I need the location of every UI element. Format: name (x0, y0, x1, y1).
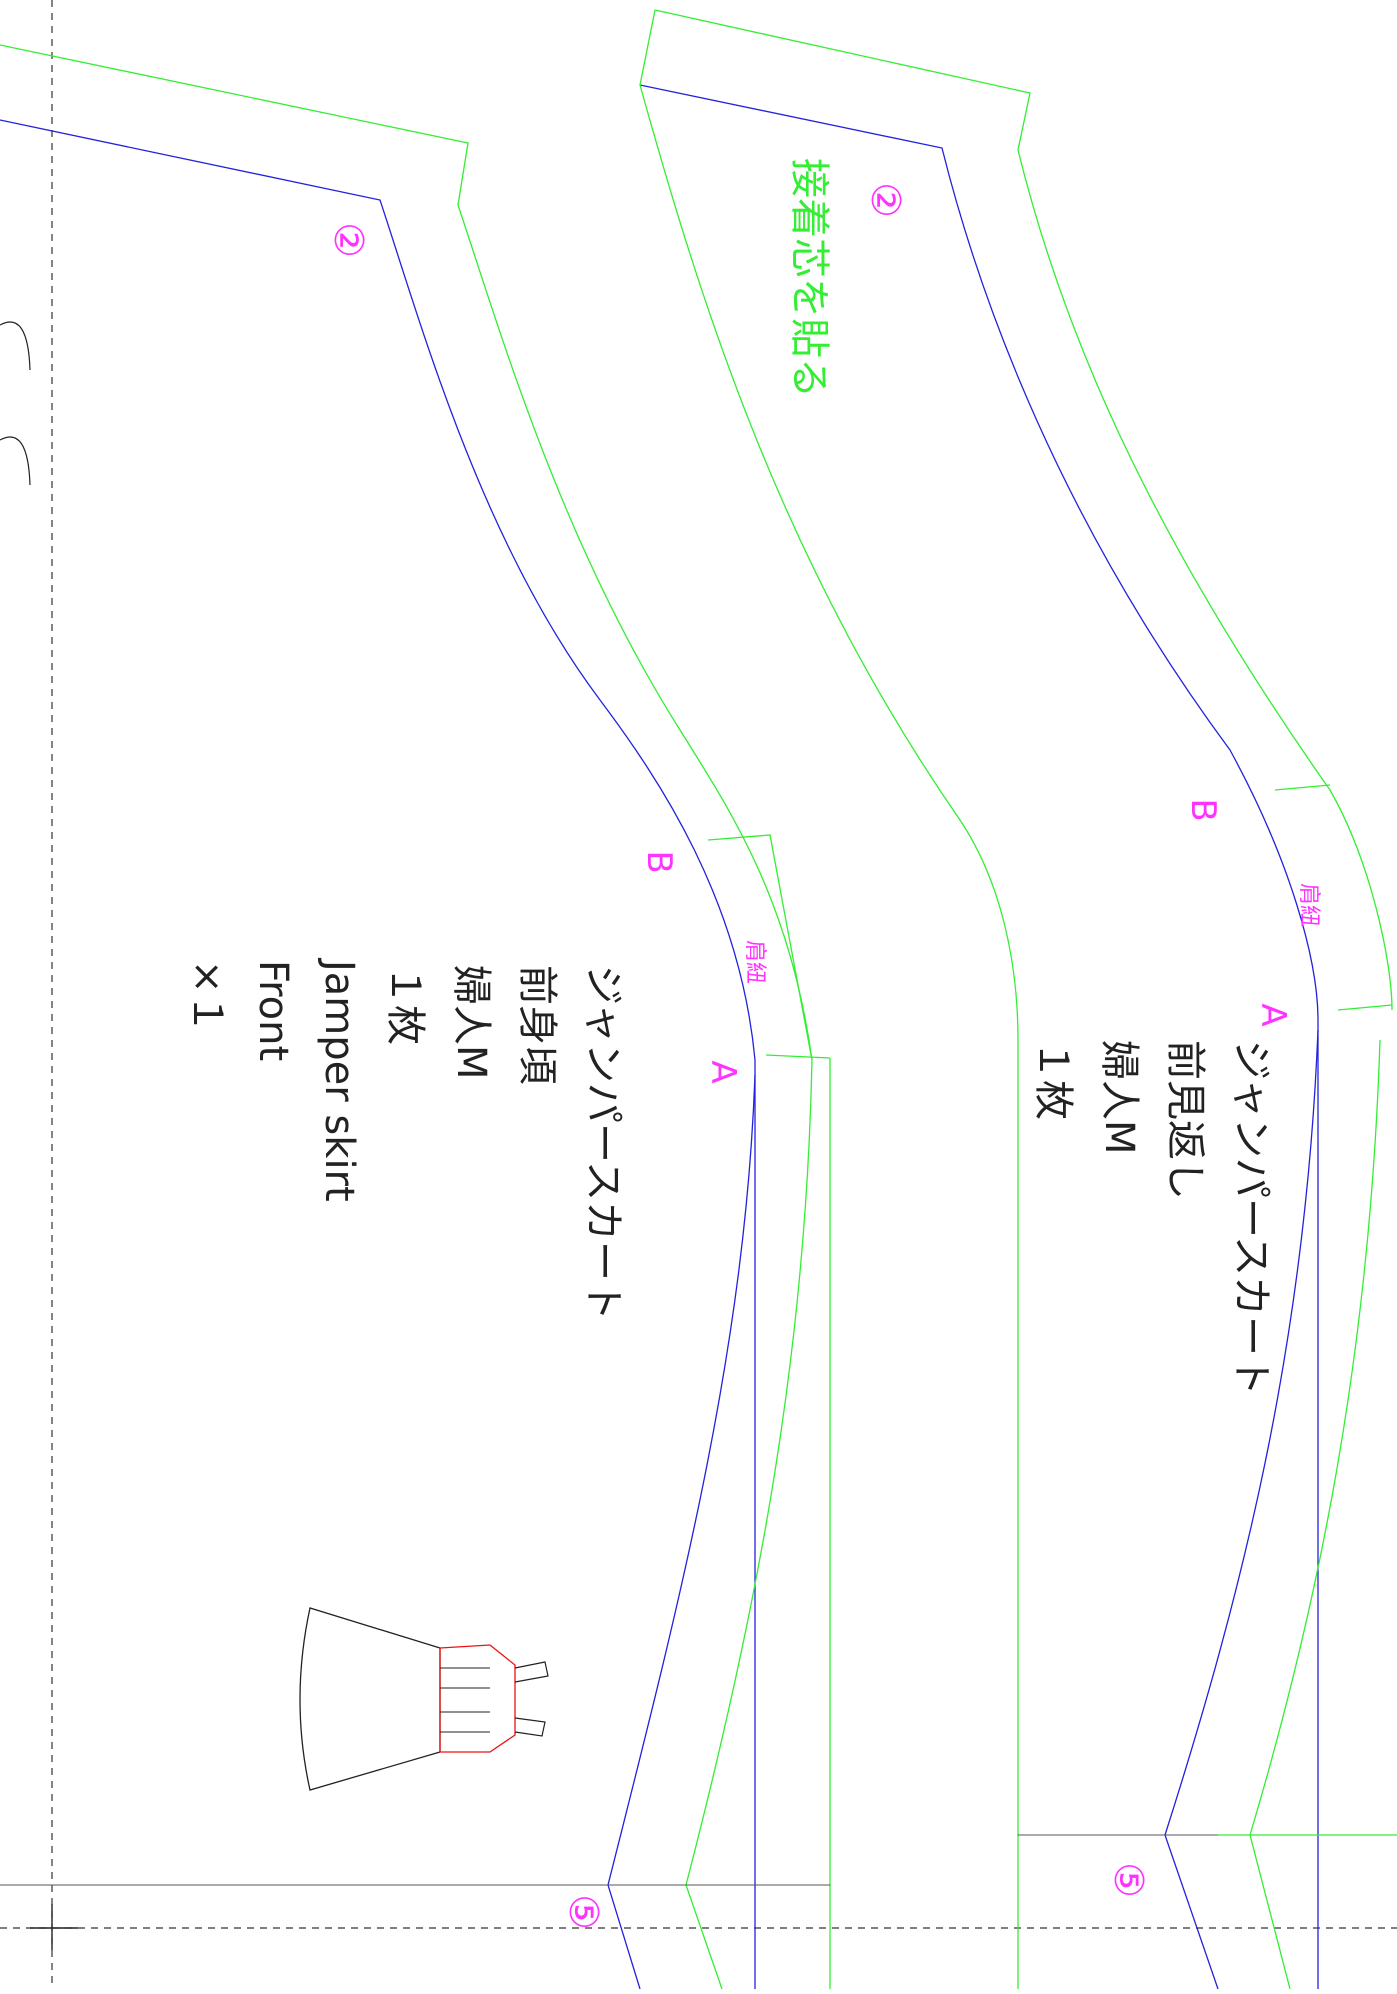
facing-number-mark: ② (862, 182, 908, 218)
bodice-point-a: A (703, 1060, 743, 1083)
facing-info-size: 婦人M (1096, 1040, 1142, 1155)
bodice-shape (439, 1644, 516, 1753)
strap-shape (514, 1661, 549, 1683)
bodice-info-english-count: ×１ (184, 960, 230, 1034)
bodice-strap-label: 肩紐 (742, 940, 767, 984)
bodice-info-block: ジャンパースカート 前身頃 婦人M １枚 Jamper skirt Front … (184, 957, 626, 1321)
bodice-number-mark: ② (325, 222, 371, 258)
facing-info-block: ジャンパースカート 前見返し 婦人M １枚 (1030, 1040, 1274, 1396)
facing-point-b: B (1183, 798, 1223, 821)
facing-info-count: １枚 (1030, 1040, 1076, 1120)
bodice-info-count: １枚 (382, 965, 428, 1045)
bodice-info-english-title: Jamper skirt (316, 957, 362, 1202)
facing-seam-line (639, 84, 1319, 1989)
facing-point-a: A (1253, 1003, 1293, 1026)
bodice-bottom-mark: ⑤ (560, 1894, 606, 1930)
facing-interfacing-note: 接着芯を貼る (786, 158, 832, 398)
bodice-info-english-piece: Front (250, 960, 296, 1061)
facing-info-piece: 前見返し (1162, 1040, 1208, 1200)
skirt-shape (299, 1607, 441, 1791)
bodice-info-size: 婦人M (448, 965, 494, 1080)
facing-strap-label: 肩紐 (1296, 883, 1321, 927)
bodice-info-piece: 前身頃 (514, 965, 560, 1085)
facing-info-title: ジャンパースカート (1228, 1040, 1274, 1396)
facing-bottom-mark: ⑤ (1105, 1862, 1151, 1898)
facing-cut-line (654, 9, 1393, 1011)
bodice-cut-line (0, 44, 813, 1061)
bodice-point-b: B (639, 850, 679, 873)
bodice-seam-line (0, 119, 756, 1989)
jumper-skirt-illustration (299, 1607, 549, 1791)
arc-mark (0, 321, 31, 371)
bodice-info-title: ジャンパースカート (580, 965, 626, 1321)
